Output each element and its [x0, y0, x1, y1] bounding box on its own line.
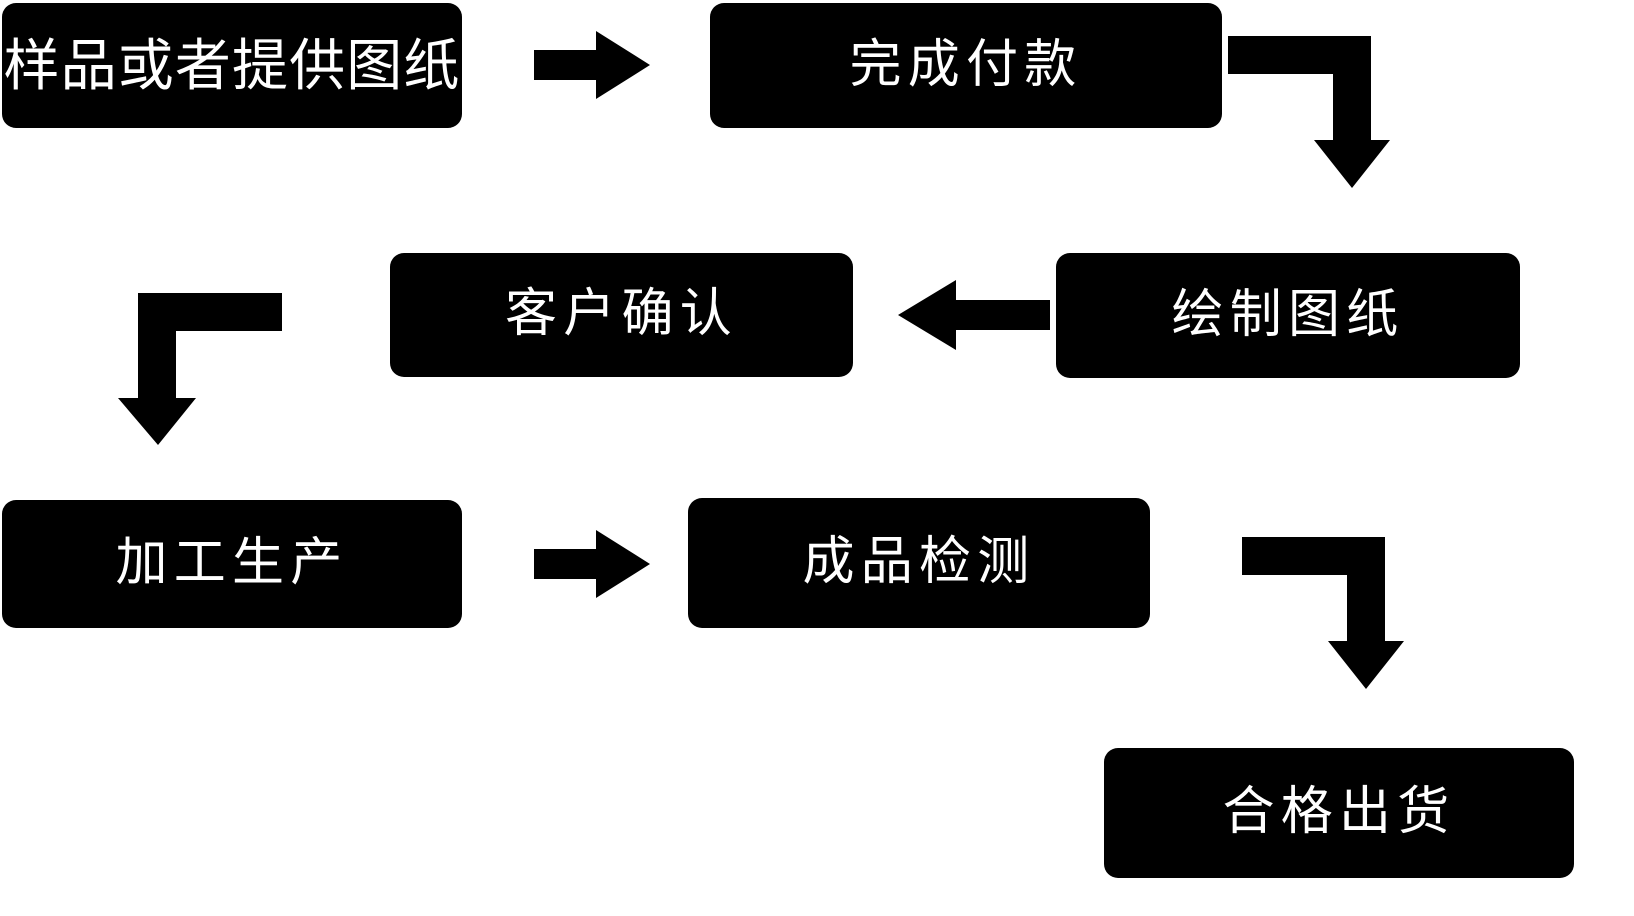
node-drawing-label: 绘制图纸 — [1171, 285, 1405, 344]
arrow-elbow-down-left-icon — [118, 293, 282, 445]
arrow-elbow-down-icon — [1228, 36, 1390, 188]
arrow-right-icon — [534, 31, 650, 99]
arrow-elbow-down-icon — [1242, 537, 1404, 689]
node-ship-label: 合格出货 — [1222, 783, 1456, 842]
arrow-right-icon — [534, 530, 650, 598]
node-produce[interactable]: 加工生产 — [2, 500, 462, 628]
node-drawing[interactable]: 绘制图纸 — [1056, 253, 1520, 378]
node-ship[interactable]: 合格出货 — [1104, 748, 1574, 878]
node-confirm-label: 客户确认 — [505, 285, 738, 344]
node-payment[interactable]: 完成付款 — [710, 3, 1222, 128]
node-sample[interactable]: 样品或者提供图纸 — [2, 3, 462, 128]
arrow-left-icon — [898, 280, 1050, 350]
node-inspect[interactable]: 成品检测 — [688, 498, 1150, 628]
node-produce-label: 加工生产 — [115, 534, 349, 593]
node-inspect-label: 成品检测 — [802, 533, 1036, 592]
node-confirm[interactable]: 客户确认 — [390, 253, 853, 377]
node-payment-label: 完成付款 — [849, 35, 1083, 94]
node-sample-label: 样品或者提供图纸 — [3, 33, 461, 97]
